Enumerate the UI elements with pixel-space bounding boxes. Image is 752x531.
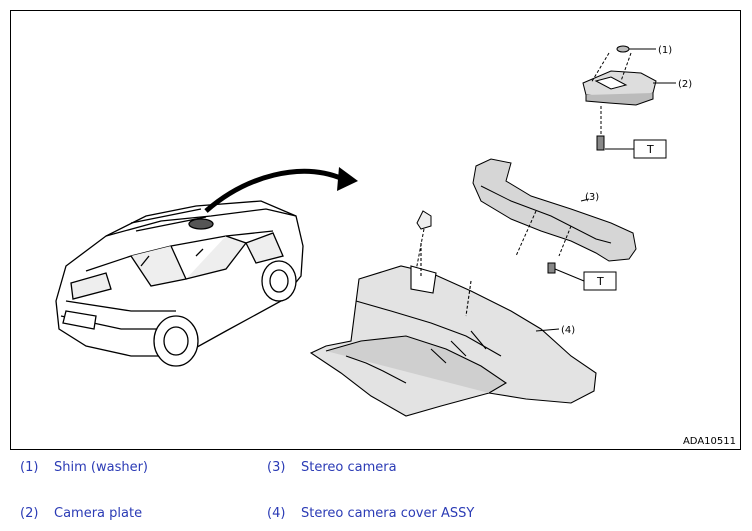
torque-box-upper: T [633,139,667,159]
figure-frame: (1) (2) (3) (4) T T ADA10511 [10,10,741,450]
camera-plate-assembly [582,45,676,151]
legend-number: (2) [20,506,39,521]
callout-4: (4) [561,325,575,336]
torque-label-upper: T [646,143,654,156]
torque-box-lower: T [583,271,617,291]
stereo-camera [472,158,637,282]
callout-3: (3) [585,192,599,203]
legend-label: Shim (washer) [54,460,148,475]
callout-1: (1) [658,45,672,56]
stereo-camera-cover [309,243,597,417]
direction-arrow [204,167,358,213]
car-illustration [55,200,304,367]
legend-item: (4) Stereo camera cover ASSY [267,506,474,521]
callout-2: (2) [678,79,692,90]
legend-item: (2) Camera plate [20,506,142,521]
legend-number: (4) [267,506,286,521]
legend-label: Stereo camera [301,460,397,475]
legend-label: Stereo camera cover ASSY [301,506,475,521]
figure-code: ADA10511 [682,436,736,447]
legend-item: (1) Shim (washer) [20,460,148,475]
clip-part [414,210,432,277]
legend-item: (3) Stereo camera [267,460,397,475]
legend-label: Camera plate [54,506,143,521]
legend-number: (1) [20,460,39,475]
parts-legend: (1) Shim (washer) (3) Stereo camera (2) Cam… [20,458,740,528]
exploded-diagram: (1) (2) (3) (4) T T [55,45,692,417]
legend-number: (3) [267,460,286,475]
torque-label-lower: T [596,275,604,288]
